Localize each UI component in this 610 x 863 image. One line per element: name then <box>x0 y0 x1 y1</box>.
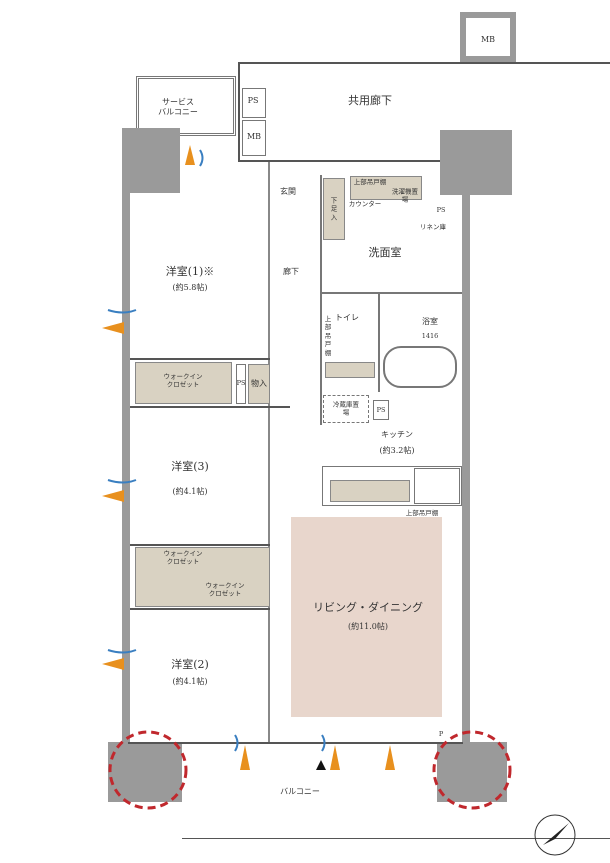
counter-label: カウンター <box>348 199 382 208</box>
partition <box>322 292 462 294</box>
ps-box <box>242 88 266 118</box>
kitchen-label: キッチン <box>381 429 413 439</box>
column <box>437 742 507 802</box>
fridge-space <box>323 395 369 423</box>
entrance-label: 玄関 <box>280 186 296 196</box>
airflow-icons <box>102 145 395 770</box>
mb-label: MB <box>480 34 496 44</box>
balcony-p-label: P <box>438 729 444 738</box>
kitchen-size: (約3.2帖) <box>379 445 415 455</box>
linen-label: リネン庫 <box>420 222 446 231</box>
mb-label-2: MB <box>246 131 262 141</box>
balcony-rail <box>182 838 610 839</box>
column <box>108 742 182 802</box>
service-balcony <box>136 76 236 136</box>
walk-in-closet-1 <box>135 362 232 404</box>
living-dining-label: リビング・ダイニング <box>313 600 423 614</box>
hallway-label: 廊下 <box>283 266 299 276</box>
wic2-label: ウォークインクロゼット <box>163 549 203 566</box>
washroom-label: 洗面室 <box>368 245 402 259</box>
balcony-window <box>128 742 463 744</box>
toilet-counter <box>325 362 375 378</box>
partition <box>378 292 380 392</box>
shoe-cabinet <box>323 178 345 240</box>
column <box>440 130 512 195</box>
storage-label: 物入 <box>251 378 267 388</box>
corridor-label: 共用廊下 <box>348 93 392 107</box>
bathroom-size: 1416 <box>421 331 439 340</box>
storage <box>248 364 270 404</box>
bathtub <box>383 346 457 388</box>
upper-cabinet-label: 上部吊戸棚 <box>353 177 387 186</box>
living-dining-area <box>291 517 442 717</box>
ps-label: PS <box>236 378 246 387</box>
wic3-label: ウォークインクロゼット <box>205 581 245 598</box>
stove <box>414 468 460 504</box>
corridor-wall <box>238 62 610 64</box>
bathroom-label: 浴室 <box>422 316 438 326</box>
partition <box>130 358 270 360</box>
partition <box>130 608 270 610</box>
fridge-label: 冷蔵庫置場 <box>333 400 359 417</box>
wind-icons <box>107 149 326 752</box>
room1-size: (約5.8帖) <box>172 282 208 292</box>
room2-label: 洋室(2) <box>171 657 209 671</box>
walk-in-closet-2 <box>135 547 270 607</box>
room2-size: (約4.1帖) <box>172 676 208 686</box>
shoe-cabinet-label: 下足入 <box>330 196 338 222</box>
ps-box <box>373 400 389 420</box>
wic1-label: ウォークインクロゼット <box>163 372 203 389</box>
toilet-label: トイレ <box>335 312 359 322</box>
ps-box <box>236 364 246 404</box>
partition <box>130 544 270 546</box>
balcony-label: バルコニー <box>280 786 320 796</box>
partition <box>268 162 270 742</box>
room3-label: 洋室(3) <box>171 459 209 473</box>
living-dining-size: (約11.0帖) <box>347 621 389 631</box>
front-wall <box>240 160 440 162</box>
ps-label: PS <box>247 95 259 105</box>
service-balcony-label: サービスバルコニー <box>158 97 198 117</box>
kitchen-counter <box>322 466 462 506</box>
upper-cabinet <box>350 176 422 200</box>
column <box>122 128 180 193</box>
right-wall <box>462 190 470 742</box>
left-wall <box>122 190 130 742</box>
mb-box <box>460 12 516 62</box>
dashed-circle-left <box>108 730 188 810</box>
corridor-wall <box>238 62 240 162</box>
compass-icon <box>534 814 576 856</box>
partition <box>320 175 322 425</box>
dashed-circle-right <box>432 730 512 810</box>
mb-box-2 <box>242 120 266 156</box>
ps-label: PS <box>436 205 446 214</box>
kitchen-cabinet-label: 上部吊戸棚 <box>405 508 439 517</box>
sink-area <box>330 480 410 502</box>
washer-space-label: 洗濯機置場 <box>392 187 418 204</box>
room1-label: 洋室(1)※ <box>165 264 215 278</box>
entrance-marker <box>316 760 326 770</box>
ps-label: PS <box>376 405 386 414</box>
partition <box>130 406 290 408</box>
room3-size: (約4.1帖) <box>172 486 208 496</box>
toilet-cabinet-label: 上部吊戸棚 <box>324 314 332 357</box>
